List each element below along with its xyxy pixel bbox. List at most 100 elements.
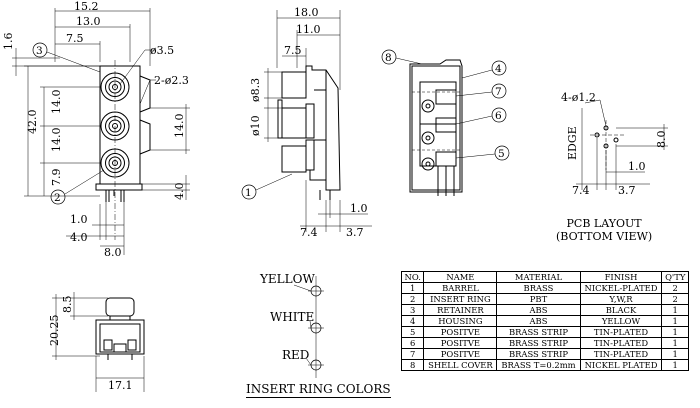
- side-dim-7-5: 7.5: [284, 44, 302, 57]
- cell-name: RETAINER: [423, 304, 498, 316]
- side-dim-3-7: 3.7: [346, 226, 364, 239]
- cell-name: BARREL: [423, 282, 498, 294]
- cell-name: POSITVE: [423, 326, 498, 338]
- cell-finish: YELLOW: [579, 315, 663, 327]
- back-callout-4: 4: [495, 63, 502, 75]
- pcb-edge: EDGE: [566, 126, 579, 160]
- side-dim-11-0: 11.0: [296, 23, 321, 36]
- cell-no: 4: [400, 315, 425, 327]
- side-view: 18.0 11.0 7.5 ø8.3 ø10 1.0 7.4 3.7: [241, 6, 372, 239]
- col-qty: Q'TY: [661, 271, 689, 283]
- cell-qty: 1: [661, 326, 689, 338]
- side-dim-7-4: 7.4: [300, 226, 318, 239]
- dim-7-5: 7.5: [66, 32, 84, 45]
- cell-qty: 1: [661, 359, 689, 371]
- front-view: 15.2 13.0 7.5 1.6: [2, 0, 190, 259]
- cell-qty: 2: [661, 282, 689, 294]
- cell-qty: 1: [661, 304, 689, 316]
- dim-7-9: 7.9: [50, 169, 63, 187]
- callout-2: 2: [54, 192, 61, 204]
- cell-finish: TIN-PLATED: [579, 326, 663, 338]
- insert-ring-colors: [293, 276, 324, 378]
- cell-material: BRASS STRIP: [496, 337, 581, 349]
- dim-8-0: 8.0: [104, 246, 122, 259]
- col-name: NAME: [423, 271, 498, 283]
- dim-1-6: 1.6: [2, 33, 15, 51]
- cell-qty: 2: [661, 293, 689, 305]
- side-dim-dia-8-3: ø8.3: [249, 78, 262, 102]
- dim-15-2: 15.2: [74, 0, 99, 13]
- ring-color-red: RED: [282, 348, 310, 362]
- cell-material: ABS: [496, 315, 581, 327]
- cell-finish: BLACK: [579, 304, 663, 316]
- cell-material: BRASS: [496, 282, 581, 294]
- cell-finish: NICKEL PLATED: [579, 359, 663, 371]
- cell-no: 3: [400, 304, 425, 316]
- ring-color-white: WHITE: [270, 310, 315, 324]
- cell-qty: 1: [661, 337, 689, 349]
- cell-name: POSITVE: [423, 337, 498, 349]
- back-callout-8: 8: [385, 52, 392, 64]
- side-dim-dia-10: ø10: [249, 115, 262, 136]
- parts-table-header: NO. NAME MATERIAL FINISH Q'TY: [400, 271, 689, 283]
- cell-material: BRASS T=0.2mm: [496, 359, 581, 371]
- cell-finish: NICKEL-PLATED: [579, 282, 663, 294]
- cell-finish: TIN-PLATED: [579, 348, 663, 360]
- top-dim-8-5: 8.5: [61, 296, 74, 314]
- dim-14-0-b: 14.0: [50, 128, 63, 153]
- col-no: NO.: [400, 271, 425, 283]
- cell-finish: TIN-PLATED: [579, 337, 663, 349]
- cell-finish: Y,W,R: [579, 293, 663, 305]
- cell-no: 1: [400, 282, 425, 294]
- back-callout-5: 5: [498, 148, 505, 160]
- cell-no: 7: [400, 348, 425, 360]
- cell-name: SHELL COVER: [423, 359, 498, 371]
- dim-1-0: 1.0: [70, 213, 88, 226]
- pcb-dim-1-0: 1.0: [628, 160, 646, 173]
- dim-13-0: 13.0: [76, 15, 101, 28]
- cell-material: BRASS STRIP: [496, 348, 581, 360]
- dim-dia-3-5: ø3.5: [150, 44, 174, 57]
- pcb-dim-3-7: 3.7: [618, 184, 636, 197]
- cell-material: PBT: [496, 293, 581, 305]
- pcb-title-line2: (BOTTOM VIEW): [556, 230, 653, 243]
- pcb-dim-8-0: 8.0: [655, 131, 668, 149]
- cell-no: 8: [400, 359, 425, 371]
- pcb-dim-7-4: 7.4: [572, 184, 590, 197]
- cell-qty: 1: [661, 315, 689, 327]
- cell-no: 5: [400, 326, 425, 338]
- cell-qty: 1: [661, 348, 689, 360]
- top-dim-17-1: 17.1: [108, 379, 133, 392]
- side-callout-1: 1: [245, 187, 252, 199]
- back-callout-6: 6: [495, 110, 502, 122]
- pcb-dim-4-dia-1-2: 4-ø1.2: [561, 91, 596, 104]
- callout-3: 3: [36, 45, 43, 57]
- dim-4-0-right: 4.0: [173, 183, 186, 201]
- ring-color-yellow: YELLOW: [260, 272, 315, 286]
- dim-14-0-a: 14.0: [50, 90, 63, 115]
- cell-name: INSERT RING: [423, 293, 498, 305]
- dim-2-dia-2-3: 2-ø2.3: [154, 74, 189, 87]
- dim-14-0-c: 14.0: [173, 114, 186, 139]
- cell-no: 2: [400, 293, 425, 305]
- dim-4-0-bottom: 4.0: [70, 231, 88, 244]
- col-material: MATERIAL: [496, 271, 581, 283]
- back-view: 8 4 7 6 5: [381, 49, 510, 196]
- pcb-layout-title: PCB LAYOUT (BOTTOM VIEW): [556, 217, 652, 243]
- cell-name: POSITVE: [423, 348, 498, 360]
- cell-no: 6: [400, 337, 425, 349]
- insert-ring-colors-title: INSERT RING COLORS: [246, 382, 391, 398]
- cell-material: ABS: [496, 304, 581, 316]
- top-view: 8.5 20.25 17.1: [48, 292, 145, 392]
- cell-material: BRASS STRIP: [496, 326, 581, 338]
- side-dim-1-0: 1.0: [350, 202, 368, 215]
- dim-42-0: 42.0: [26, 110, 39, 135]
